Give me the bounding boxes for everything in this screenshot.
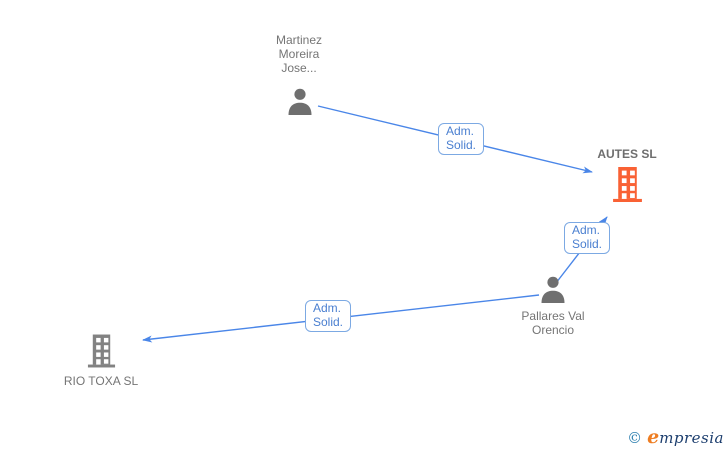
edge-label-pallares-autes[interactable]: Adm. Solid. bbox=[564, 222, 611, 254]
edge-label-martinez-autes[interactable]: Adm. Solid. bbox=[438, 123, 485, 155]
person-icon-pallares[interactable] bbox=[540, 276, 566, 308]
company-icon-riotoxa[interactable] bbox=[86, 334, 117, 373]
company-icon-autes[interactable] bbox=[611, 167, 644, 207]
node-label-riotoxa[interactable]: RIO TOXA SL bbox=[63, 374, 139, 388]
empresia-watermark: © e mpresia bbox=[627, 426, 724, 448]
copyright-icon: © bbox=[627, 429, 643, 447]
edge-label-pallares-riotoxa[interactable]: Adm. Solid. bbox=[305, 300, 352, 332]
node-label-autes[interactable]: AUTES SL bbox=[597, 147, 657, 161]
person-icon-martinez[interactable] bbox=[287, 88, 313, 120]
node-label-martinez[interactable]: Martinez Moreira Jose... bbox=[275, 33, 322, 75]
brand-initial: e bbox=[647, 426, 660, 448]
node-label-pallares[interactable]: Pallares Val Orencio bbox=[521, 309, 585, 337]
brand-name: mpresia bbox=[659, 429, 724, 447]
